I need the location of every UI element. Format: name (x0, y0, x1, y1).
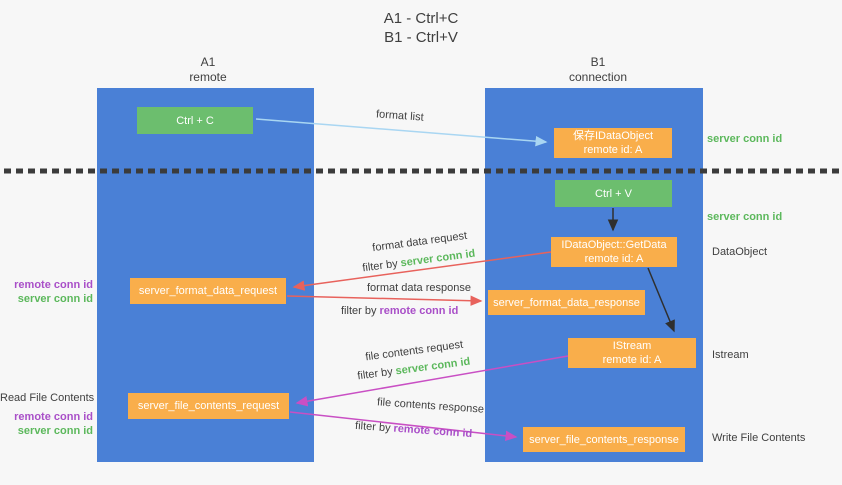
arrow-getdata-to-istream (647, 267, 675, 333)
title-line-1: A1 - Ctrl+C (383, 10, 459, 27)
node-format-response-label: server_format_data_response (493, 296, 640, 309)
arrow-file-contents-request (295, 355, 569, 407)
side-label-conn-ids-format: remote conn id server conn id (0, 278, 93, 306)
node-save-idataobject-remote-id: remote id: A (583, 144, 643, 156)
arrow-format-data-request (292, 251, 552, 291)
remote-conn-id-keyword: remote conn id (379, 305, 459, 317)
lane-header-a1: A1 remote (148, 55, 268, 85)
side-label-server-conn-id-top: server conn id (707, 133, 783, 145)
diagram-title: A1 - Ctrl+C B1 - Ctrl+V (321, 9, 521, 47)
node-file-response-label: server_file_contents_response (529, 433, 679, 446)
node-server-file-contents-response: server_file_contents_response (523, 427, 685, 452)
node-istream: IStream remote id: A (568, 338, 696, 368)
node-server-format-data-response: server_format_data_response (488, 290, 645, 315)
node-istream-remote-id: remote id: A (602, 354, 662, 366)
side-label-server-conn-id-mid: server conn id (707, 211, 783, 223)
title-line-2: B1 - Ctrl+V (384, 29, 458, 46)
node-ctrl-v-label: Ctrl + V (595, 187, 632, 200)
filter-by-text: filter by (354, 419, 391, 435)
lane-header-b1: B1 connection (538, 55, 658, 85)
side-label-conn-ids-file: remote conn id server conn id (0, 410, 93, 438)
node-ctrl-v: Ctrl + V (555, 180, 672, 207)
lane-b1-name: B1 (590, 55, 606, 69)
node-getdata-remote-id: remote id: A (584, 253, 644, 265)
lane-a1-subtitle: remote (189, 70, 227, 84)
node-server-file-contents-request: server_file_contents_request (128, 393, 289, 419)
edge-label-format-data-response: format data response (367, 282, 471, 294)
arrow-file-contents-response (289, 411, 518, 442)
remote-conn-id-label: remote conn id (14, 411, 93, 423)
node-server-format-data-request: server_format_data_request (130, 278, 286, 304)
node-istream-title: IStream (612, 340, 652, 352)
node-save-idataobject: 保存IDataObject remote id: A (554, 128, 672, 158)
remote-conn-id-label: remote conn id (14, 279, 93, 291)
arrow-format-data-response (286, 295, 483, 306)
side-label-write-file-contents: Write File Contents (712, 432, 806, 444)
server-conn-id-label: server conn id (17, 425, 93, 437)
server-conn-id-label: server conn id (17, 293, 93, 305)
lane-b1-subtitle: connection (568, 70, 628, 84)
node-idataobject-getdata: IDataObject::GetData remote id: A (551, 237, 677, 267)
side-label-read-file-contents: Read File Contents (0, 392, 95, 404)
node-file-request-label: server_file_contents_request (137, 400, 280, 412)
side-label-istream: Istream (712, 349, 749, 361)
node-ctrl-c-label: Ctrl + C (176, 114, 214, 127)
node-format-request-label: server_format_data_request (138, 285, 278, 297)
node-save-idataobject-title: 保存IDataObject (572, 130, 654, 142)
lane-a1-name: A1 (200, 55, 216, 69)
node-getdata-title: IDataObject::GetData (561, 239, 667, 251)
arrow-format-list (255, 118, 548, 147)
side-label-dataobject: DataObject (712, 246, 768, 258)
node-ctrl-c: Ctrl + C (137, 107, 253, 134)
filter-by-text: filter by (341, 305, 377, 317)
